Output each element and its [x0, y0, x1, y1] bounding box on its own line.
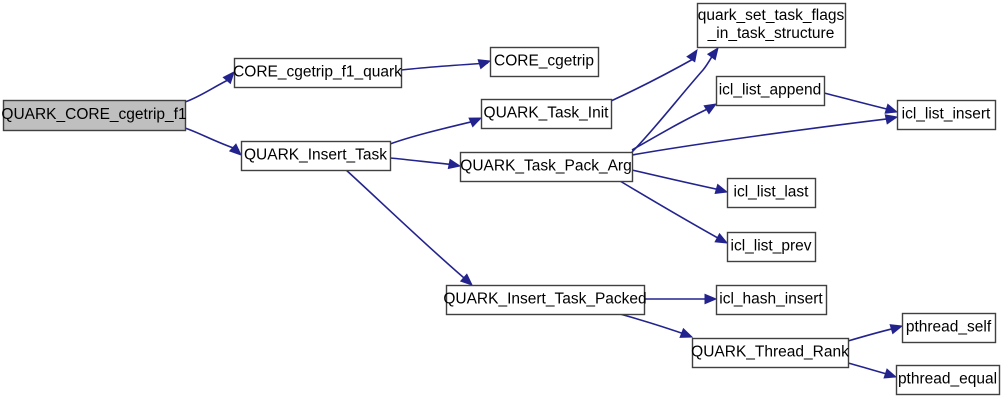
edge-taskinit-to-setflags: [610, 48, 698, 102]
arrowhead-icon: [468, 117, 483, 128]
node-pthreadself[interactable]: pthread_self: [901, 312, 997, 344]
node-label: QUARK_Insert_Task: [244, 147, 387, 164]
arrowhead-icon: [477, 59, 492, 70]
node-box[interactable]: [691, 337, 850, 369]
edge-line: [184, 127, 240, 151]
node-box[interactable]: [233, 57, 403, 89]
edge-layer: [184, 46, 904, 379]
node-box[interactable]: [696, 2, 847, 49]
edge-packarg-to-listlast: [631, 169, 729, 194]
node-label: QUARK_Task_Init: [484, 105, 610, 122]
node-label: pthread_self: [906, 319, 992, 336]
node-label: CORE_cgetrip_f1_quark: [233, 64, 402, 81]
node-listinsert[interactable]: icl_list_insert: [896, 99, 997, 131]
edge-listappend-to-listinsert: [823, 92, 899, 114]
node-box[interactable]: [726, 177, 817, 209]
arrowhead-icon: [686, 48, 698, 63]
node-setflags[interactable]: quark_set_task_flags_in_task_structure: [696, 2, 847, 49]
edge-line: [184, 77, 233, 103]
node-box[interactable]: [901, 312, 997, 344]
edge-line: [619, 313, 691, 337]
node-listprev[interactable]: icl_list_prev: [726, 231, 817, 263]
node-threadrank[interactable]: QUARK_Thread_Rank: [691, 337, 850, 369]
node-insert[interactable]: QUARK_Insert_Task: [240, 140, 392, 172]
edge-packarg-to-listappend: [631, 103, 718, 151]
node-box[interactable]: [715, 284, 828, 316]
edge-line: [344, 168, 471, 284]
edge-packarg-to-setflags: [631, 46, 719, 153]
edge-insert-to-packarg: [389, 157, 462, 170]
node-box[interactable]: [445, 284, 646, 316]
edge-line: [610, 57, 696, 102]
node-label: icl_hash_insert: [719, 291, 823, 308]
node-pthreadequal[interactable]: pthread_equal: [895, 364, 1001, 396]
node-label: quark_set_task_flags_in_task_structure: [698, 7, 845, 42]
node-taskinit[interactable]: QUARK_Task_Init: [480, 98, 613, 130]
node-label: QUARK_Thread_Rank: [691, 344, 849, 361]
node-root[interactable]: QUARK_CORE_cgetrip_f1: [1, 99, 187, 132]
edge-line: [631, 117, 896, 156]
node-label: CORE_cgetrip: [494, 53, 594, 70]
node-box[interactable]: [715, 75, 826, 107]
edge-packarg-to-listprev: [619, 180, 729, 244]
edge-line: [631, 169, 726, 192]
edge-line: [619, 180, 726, 243]
edge-root-to-quark: [184, 71, 235, 103]
node-packed[interactable]: QUARK_Insert_Task_Packed: [443, 284, 647, 316]
edge-line: [400, 62, 489, 71]
edge-line: [631, 49, 717, 153]
node-label: QUARK_CORE_cgetrip_f1: [1, 106, 186, 123]
node-listlast[interactable]: icl_list_last: [726, 177, 817, 209]
node-label: QUARK_Insert_Task_Packed: [443, 291, 646, 308]
node-cgetrip[interactable]: CORE_cgetrip: [489, 46, 600, 78]
node-label: icl_list_prev: [731, 238, 812, 255]
node-label: icl_list_append: [719, 82, 822, 99]
arrowhead-icon: [714, 232, 729, 244]
edge-line: [823, 92, 896, 112]
arrowhead-icon: [884, 103, 899, 114]
arrowhead-icon: [883, 368, 898, 379]
edge-root-to-insert: [184, 127, 242, 156]
edge-quark-to-cgetrip: [400, 59, 492, 71]
edge-threadrank-to-pthreadequal: [847, 362, 898, 379]
arrowhead-icon: [679, 327, 694, 338]
arrowhead-icon: [703, 103, 718, 115]
edge-insert-to-taskinit: [389, 117, 483, 145]
node-packarg[interactable]: QUARK_Task_Pack_Arg: [459, 151, 634, 183]
arrowhead-icon: [228, 143, 242, 156]
arrowhead-icon: [704, 293, 718, 305]
edge-threadrank-to-pthreadself: [847, 324, 904, 342]
edge-packed-to-threadrank: [619, 313, 694, 338]
node-box[interactable]: [726, 231, 817, 263]
arrowhead-icon: [459, 273, 473, 286]
node-box[interactable]: [459, 151, 634, 183]
node-hashinsert[interactable]: icl_hash_insert: [715, 284, 828, 316]
arrowhead-icon: [706, 46, 719, 61]
arrowhead-icon: [884, 114, 899, 125]
edge-insert-to-packed: [344, 168, 473, 286]
arrowhead-icon: [447, 158, 462, 170]
edge-line: [389, 157, 459, 166]
node-label: icl_list_insert: [902, 106, 991, 123]
node-label: pthread_equal: [898, 371, 997, 388]
edge-line: [631, 105, 715, 151]
node-box[interactable]: [480, 98, 613, 130]
arrowhead-icon: [714, 183, 729, 194]
node-box[interactable]: [895, 364, 1001, 396]
arrowhead-icon: [222, 71, 235, 85]
edge-packarg-to-listinsert: [631, 114, 899, 156]
edge-packed-to-hashinsert: [644, 293, 718, 305]
node-label: QUARK_Task_Pack_Arg: [460, 158, 631, 175]
node-quark[interactable]: CORE_cgetrip_f1_quark: [233, 57, 403, 89]
edge-line: [389, 119, 480, 145]
node-label: icl_list_last: [734, 184, 810, 201]
arrowhead-icon: [889, 324, 904, 335]
node-box[interactable]: [896, 99, 997, 131]
node-box[interactable]: [2, 99, 187, 132]
node-box[interactable]: [240, 140, 392, 172]
node-listappend[interactable]: icl_list_append: [715, 75, 826, 107]
node-box[interactable]: [489, 46, 600, 78]
